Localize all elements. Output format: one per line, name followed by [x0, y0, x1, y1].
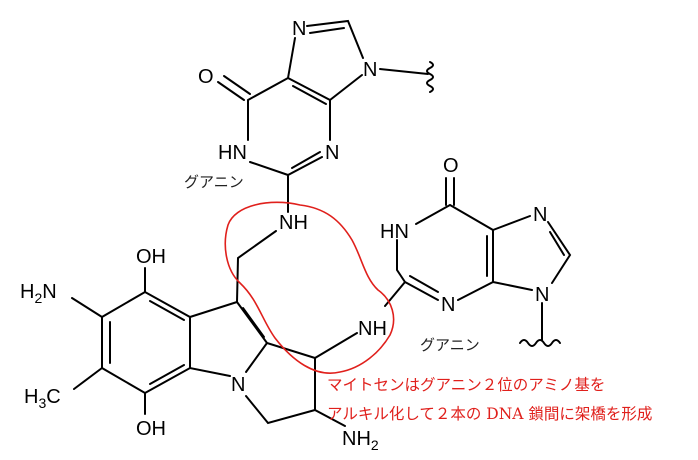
top-guanine: N N O HN N グアニン	[184, 18, 434, 213]
atom-n9: N	[363, 59, 377, 81]
atom-nh-top: NH	[279, 212, 308, 234]
atom-oh-top: OH	[136, 246, 166, 268]
atom-n: N	[231, 374, 245, 396]
wavy-bond-icon	[426, 61, 434, 93]
guanine-label-right: グアニン	[420, 336, 480, 354]
wavy-bond-icon	[519, 339, 561, 347]
atom-n3: N	[441, 294, 455, 316]
atom-n7: N	[292, 18, 306, 40]
mitosene: NH NH N OH OH H2N H3C NH2	[20, 212, 387, 453]
atom-nh2: NH2	[342, 428, 379, 453]
right-guanine: O HN N N N グアニン	[380, 155, 572, 354]
atom-o: O	[443, 155, 459, 177]
atom-n7: N	[533, 204, 547, 226]
atom-h2n: H2N	[20, 281, 57, 306]
annotation-line-1: マイトセンはグアニン２位のアミノ基を	[327, 376, 605, 394]
atom-h3c: H3C	[24, 386, 61, 411]
highlight-circle	[224, 201, 395, 374]
atom-n3: N	[325, 142, 339, 164]
atom-hn: HN	[218, 142, 247, 164]
atom-hn: HN	[380, 221, 409, 243]
atom-oh-bottom: OH	[136, 418, 166, 440]
guanine-label-top: グアニン	[184, 173, 244, 191]
annotation-line-2: アルキル化して２本の DNA 鎖間に架橋を形成	[327, 405, 652, 423]
atom-o: O	[198, 66, 214, 88]
atom-n9: N	[535, 284, 549, 306]
atom-nh-right: NH	[358, 318, 387, 340]
